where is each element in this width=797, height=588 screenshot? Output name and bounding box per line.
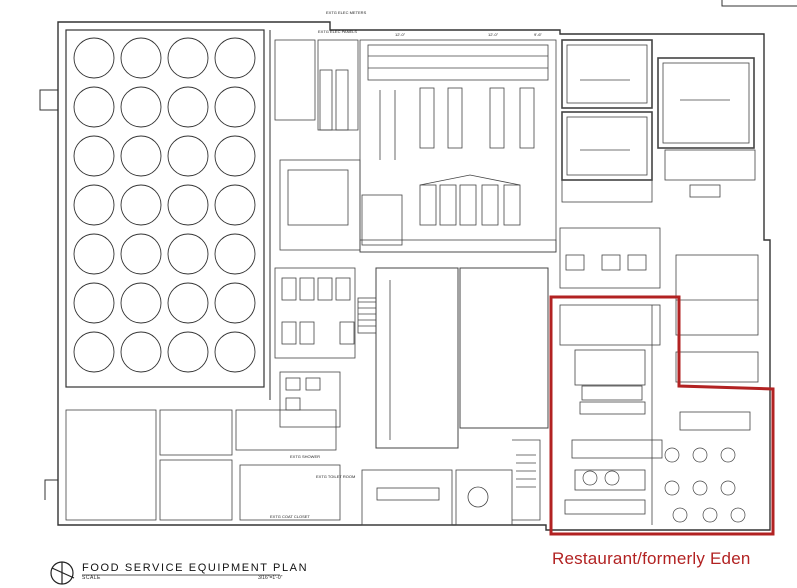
meeting-room-2 xyxy=(459,267,549,429)
cooler-1 xyxy=(561,39,653,109)
label-elec-panels: EXTG ELEC PANELS xyxy=(318,29,358,34)
label-extg-shower: EXTG SHOWER xyxy=(290,454,321,459)
round-table xyxy=(214,233,256,275)
dimension-1: 12'-0" xyxy=(395,32,406,37)
round-table xyxy=(120,86,162,128)
round-table xyxy=(73,331,115,373)
dining-table xyxy=(730,507,746,523)
round-table xyxy=(73,233,115,275)
banquet-hall xyxy=(65,29,265,388)
label-toilet-room: EXTG TOILET ROOM xyxy=(316,474,356,479)
round-table xyxy=(167,233,209,275)
dining-table xyxy=(582,470,598,486)
dimension-3: 9'-6" xyxy=(534,32,542,37)
round-table xyxy=(167,86,209,128)
round-table xyxy=(167,282,209,324)
round-table xyxy=(120,233,162,275)
scale-value: 3/16"=1'-0" xyxy=(258,575,283,581)
scale-label: SCALE xyxy=(82,575,101,581)
dining-table xyxy=(720,447,736,463)
round-table xyxy=(167,135,209,177)
round-tables xyxy=(73,37,256,373)
round-table xyxy=(73,135,115,177)
label-coat-closet: EXTG COAT CLOSET xyxy=(270,514,310,519)
round-table xyxy=(214,86,256,128)
dining-table xyxy=(604,470,620,486)
round-table xyxy=(167,331,209,373)
round-table xyxy=(120,135,162,177)
plan-title: FOOD SERVICE EQUIPMENT PLAN xyxy=(82,562,309,574)
round-table xyxy=(73,37,115,79)
top-right-frame xyxy=(721,0,797,7)
round-table xyxy=(214,184,256,226)
round-table xyxy=(214,37,256,79)
north-arrow-symbol xyxy=(50,561,75,585)
round-table xyxy=(120,37,162,79)
dining-table xyxy=(664,447,680,463)
round-table xyxy=(214,331,256,373)
restaurant-highlight xyxy=(549,295,775,536)
dining-table xyxy=(672,507,688,523)
kitchen-area xyxy=(359,39,557,253)
meeting-room-1 xyxy=(375,267,459,449)
round-table xyxy=(120,184,162,226)
round-table xyxy=(120,331,162,373)
dining-table xyxy=(692,480,708,496)
round-table xyxy=(167,184,209,226)
label-elec-meters: EXTG ELEC METERS xyxy=(326,10,367,15)
round-table xyxy=(73,184,115,226)
cooler-3 xyxy=(657,57,755,149)
round-table xyxy=(214,282,256,324)
dimension-2: 12'-0" xyxy=(488,32,499,37)
dining-table xyxy=(692,447,708,463)
round-table xyxy=(73,282,115,324)
dining-table xyxy=(702,507,718,523)
dining-table xyxy=(720,480,736,496)
cooler-2 xyxy=(561,111,653,181)
dining-tables xyxy=(582,447,746,523)
round-table xyxy=(73,86,115,128)
round-table xyxy=(167,37,209,79)
building-outline xyxy=(57,21,771,531)
dining-table xyxy=(664,480,680,496)
round-table xyxy=(120,282,162,324)
restaurant-annotation: Restaurant/formerly Eden xyxy=(552,549,751,568)
round-table xyxy=(214,135,256,177)
